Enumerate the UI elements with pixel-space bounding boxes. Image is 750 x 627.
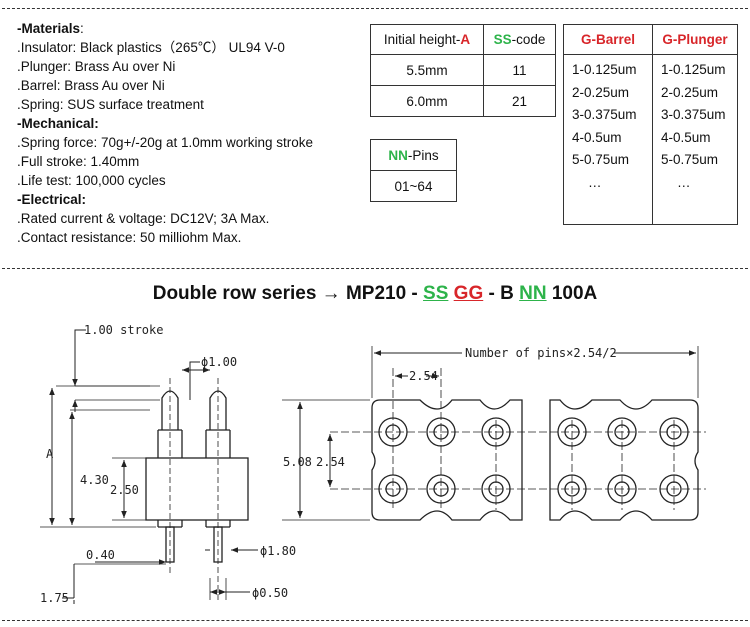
tail-offset-label: 0.40 <box>86 548 115 562</box>
tail-length-label: 1.75 <box>40 591 69 605</box>
table-cell: 5.5mm <box>370 54 484 86</box>
specifications: -Materials: .Insulator: Black plastics（2… <box>17 21 314 245</box>
right-housing-segment <box>549 399 699 521</box>
tail-dia-label: ϕ1.80 <box>260 544 296 558</box>
table-cell: 11 <box>483 54 556 86</box>
table-cell: 6.0mm <box>370 85 484 117</box>
pins-table: NN-Pins 01~64 <box>370 139 457 202</box>
body-height-label: 4.30 <box>80 473 109 487</box>
insulator-body <box>145 457 249 521</box>
series-code-title: Double row series → MP210 - SS GG - B NN… <box>152 283 598 304</box>
height-header: Initial height-A <box>370 24 484 55</box>
tip-dia-label: ϕ0.50 <box>252 586 288 600</box>
height-table: Initial height-A SS-code 5.5mm 11 6.0mm … <box>370 24 556 117</box>
spec-line: .Rated current & voltage: DC12V; 3A Max. <box>17 211 270 226</box>
plunger-header: G-Plunger <box>652 24 738 55</box>
code-header: SS-code <box>483 24 556 55</box>
pitch-label: 2.54 <box>409 369 438 383</box>
plunger-dia-leader <box>189 361 200 400</box>
mechanical-heading: -Mechanical: <box>17 116 99 131</box>
side-view <box>40 329 258 604</box>
spec-line: .Plunger: Brass Au over Ni <box>17 59 176 74</box>
left-housing-segment <box>371 399 523 521</box>
materials-heading: -Materials <box>17 21 81 36</box>
top-divider <box>2 8 748 9</box>
spec-line: .Full stroke: 1.40mm <box>17 154 140 169</box>
pins-range: 01~64 <box>370 170 457 202</box>
spec-line: .Barrel: Brass Au over Ni <box>17 78 165 93</box>
bottom-divider <box>2 620 748 621</box>
height-label: A <box>46 447 54 461</box>
barrel-header: G-Barrel <box>563 24 653 55</box>
spec-line: .Life test: 100,000 cycles <box>17 173 166 188</box>
electrical-heading: -Electrical: <box>17 192 87 207</box>
insulator-height-label: 2.50 <box>110 483 139 497</box>
plunger-dia-label: ϕ1.00 <box>201 355 237 369</box>
spec-line: .Contact resistance: 50 milliohm Max. <box>17 230 242 245</box>
spec-line: .Spring force: 70g+/-20g at 1.0mm workin… <box>17 135 314 150</box>
top-view <box>282 346 706 521</box>
stroke-leader <box>74 329 86 366</box>
stroke-label: 1.00 stroke <box>84 323 163 337</box>
table-cell: 21 <box>483 85 556 117</box>
total-length-label: Number of pins×2.54/2 <box>465 346 617 360</box>
spec-line: .Spring: SUS surface treatment <box>17 97 204 112</box>
width-label: 5.08 <box>283 455 312 469</box>
spec-line: .Insulator: Black plastics（265℃） UL94 V-… <box>17 40 285 55</box>
row-pitch-label: 2.54 <box>316 455 345 469</box>
middle-divider <box>2 268 748 269</box>
